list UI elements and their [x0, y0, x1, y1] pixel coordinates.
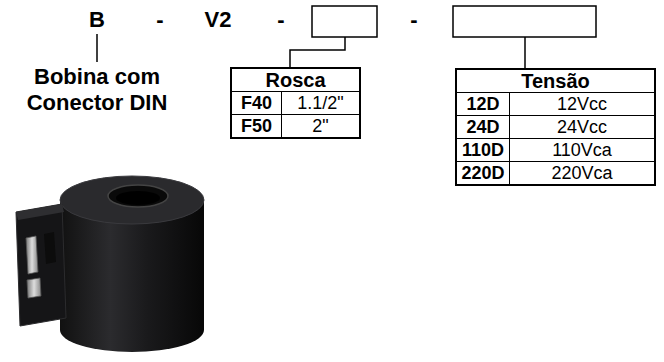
part-name: Bobina com Conector DIN — [9, 64, 185, 116]
code-part: - — [410, 7, 417, 33]
bracket-line — [524, 37, 526, 68]
leader-line — [96, 34, 98, 62]
value-cell: 24Vcc — [510, 116, 654, 138]
bracket-line — [290, 37, 345, 67]
code-box — [312, 6, 377, 37]
value-cell: 1.1/2" — [282, 92, 359, 114]
value-cell: 110Vca — [510, 139, 654, 161]
table-heading: Rosca — [232, 69, 359, 91]
spec-table: Tensão12D12Vcc24D24Vcc110D110Vca220D220V… — [455, 68, 656, 186]
value-cell: 12Vcc — [510, 93, 654, 115]
code-part: B — [89, 7, 105, 33]
code-cell: 24D — [457, 116, 509, 138]
code-cell: F40 — [232, 92, 281, 114]
code-cell: 220D — [457, 162, 509, 184]
value-cell: 2" — [282, 115, 359, 137]
code-part: - — [156, 7, 163, 33]
code-part: - — [277, 7, 284, 33]
code-cell: F50 — [232, 115, 281, 137]
value-cell: 220Vca — [510, 162, 654, 184]
coil-illustration — [16, 176, 204, 352]
code-cell: 12D — [457, 93, 509, 115]
code-part: V2 — [205, 7, 232, 33]
spec-table: RoscaF401.1/2"F502" — [230, 67, 361, 139]
code-cell: 110D — [457, 139, 509, 161]
code-box — [453, 6, 596, 37]
table-heading: Tensão — [457, 70, 654, 92]
